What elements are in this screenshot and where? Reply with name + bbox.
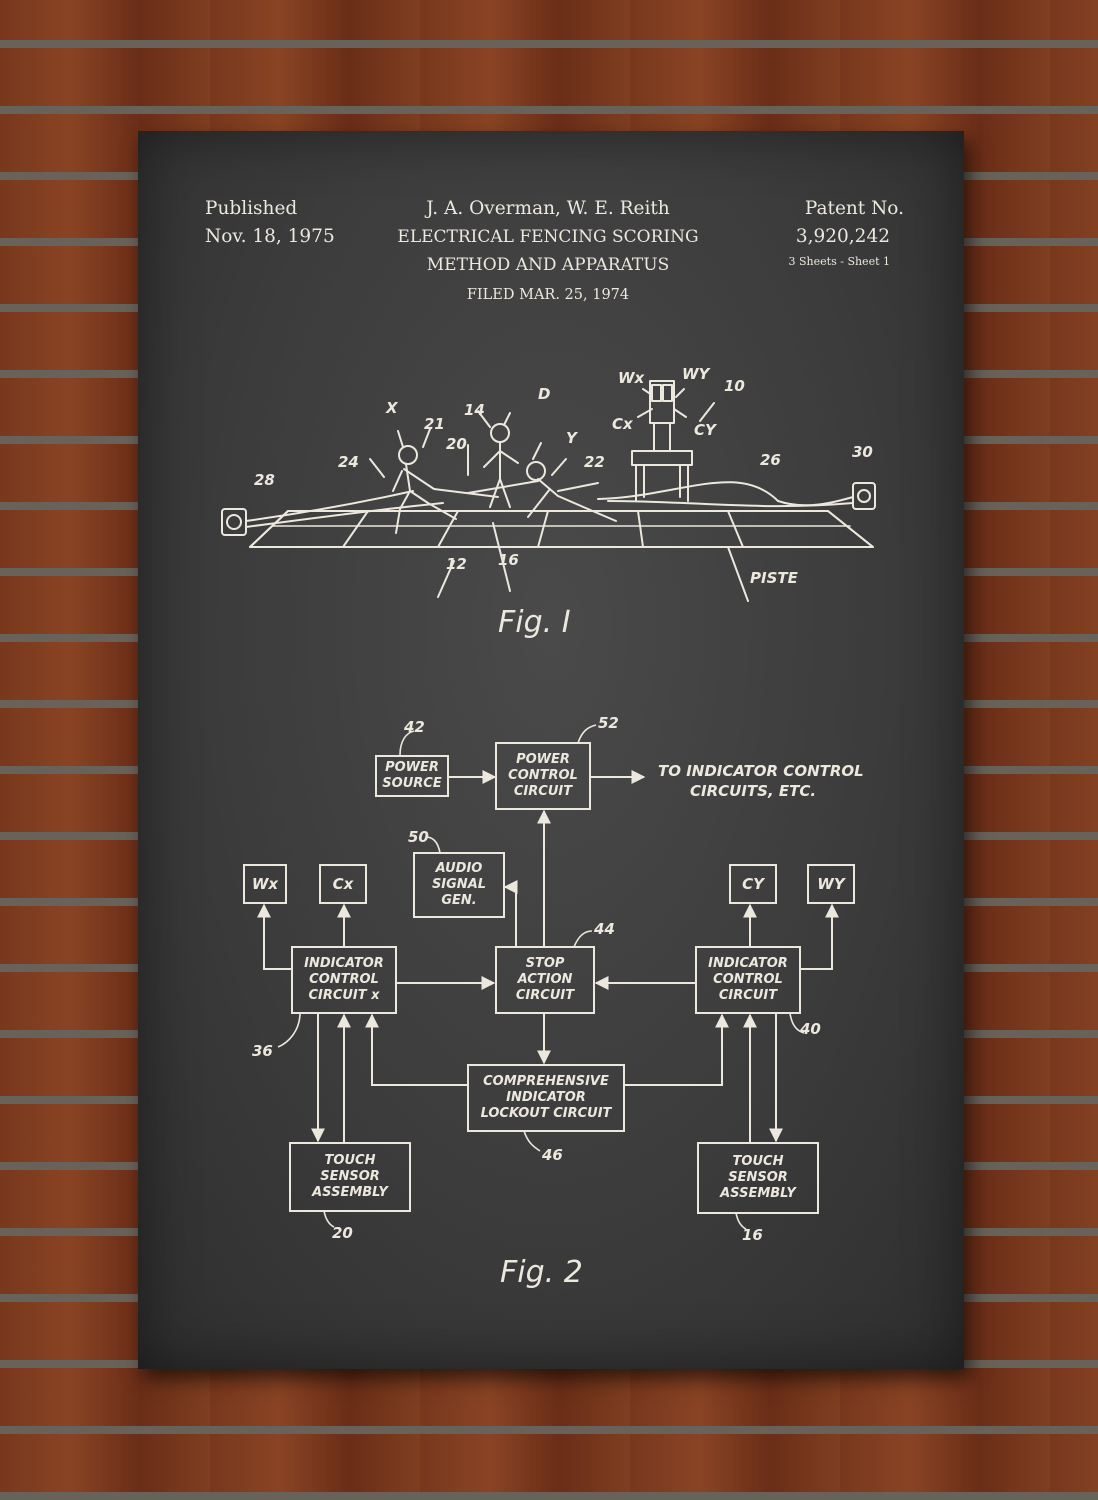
label-14: 14 (464, 401, 485, 419)
to-indicator-text: TO INDICATOR CONTROL CIRCUITS, ETC. (658, 762, 864, 800)
wy-label: WY (817, 875, 845, 893)
label-y: Y (566, 429, 577, 447)
patent-number: 3,920,242 (795, 226, 890, 247)
touch-right-label: TOUCH SENSOR ASSEMBLY (720, 1154, 796, 1201)
power-source-label: POWER SOURCE (382, 760, 442, 791)
filed-date: FILED MAR. 25, 1974 (466, 287, 630, 303)
label-cx: Cx (612, 415, 633, 433)
fig1-labels: X 21 14 D 20 Y 22 Wx WY 10 Cx CY 24 28 2… (138, 351, 964, 871)
published-block: Published Nov. 18, 1975 (205, 195, 335, 251)
label-piste: PISTE (750, 569, 798, 587)
label-28: 28 (254, 471, 275, 489)
ref-46: 46 (542, 1146, 563, 1164)
label-12: 12 (446, 555, 467, 573)
audio-label: AUDIO SIGNAL GEN. (431, 861, 487, 908)
touch-left-label: TOUCH SENSOR ASSEMBLY (312, 1153, 388, 1200)
indicator-y-label: INDICATOR CONTROL CIRCUIT (708, 956, 788, 1003)
sheets-note: 3 Sheets - Sheet 1 (788, 255, 890, 268)
ref-16: 16 (742, 1226, 763, 1244)
block-cy (729, 864, 777, 904)
block-touch-right (697, 1142, 819, 1214)
fig2-caption: Fig. 2 (500, 1255, 583, 1290)
label-16: 16 (498, 551, 519, 569)
patent-block: Patent No. 3,920,242 3 Sheets - Sheet 1 (778, 195, 904, 273)
chalkboard-poster: Published Nov. 18, 1975 J. A. Overman, W… (138, 131, 964, 1369)
label-22: 22 (584, 453, 605, 471)
ref-52: 52 (598, 714, 619, 732)
stop-action-label: STOP ACTION CIRCUIT (515, 956, 575, 1003)
block-touch-left (289, 1142, 411, 1212)
lockout-label: COMPREHENSIVE INDICATOR LOCKOUT CIRCUIT (480, 1074, 612, 1121)
label-21: 21 (424, 415, 445, 433)
patent-title-line2: METHOD AND APPARATUS (426, 255, 670, 275)
reel-28 (221, 508, 247, 536)
label-x: X (386, 399, 398, 417)
label-d: D (538, 385, 551, 403)
fencer-y (467, 461, 617, 522)
published-label: Published (205, 198, 298, 219)
block-indicator-y (695, 946, 801, 1014)
patent-label: Patent No. (804, 198, 904, 219)
label-wy: WY (682, 365, 710, 383)
body-wire-24 (245, 490, 414, 522)
inventors: J. A. Overman, W. E. Reith (426, 198, 670, 219)
fig2-text: POWER SOURCE POWER CONTROL CIRCUIT AUDIO… (138, 691, 964, 1311)
title-block: J. A. Overman, W. E. Reith ELECTRICAL FE… (348, 195, 748, 309)
label-cy: CY (694, 421, 716, 439)
ref-20: 20 (332, 1224, 353, 1242)
ref-42: 42 (404, 718, 425, 736)
scoring-table (631, 380, 693, 502)
body-wire-26 (597, 481, 854, 507)
cx-label: Cx (332, 875, 354, 893)
label-wx: Wx (618, 369, 645, 387)
published-date: Nov. 18, 1975 (205, 226, 335, 247)
label-30: 30 (852, 443, 873, 461)
ref-50: 50 (408, 828, 429, 846)
patent-title-line1: ELECTRICAL FENCING SCORING (397, 227, 699, 247)
cy-label: CY (742, 875, 764, 893)
label-10: 10 (724, 377, 745, 395)
fencer-x (392, 445, 499, 534)
fig1-caption: Fig. I (498, 605, 571, 640)
block-wy (807, 864, 855, 904)
referee-d (483, 423, 519, 508)
label-20: 20 (446, 435, 467, 453)
label-26: 26 (760, 451, 781, 469)
indicator-x-label: INDICATOR CONTROL CIRCUIT x (304, 956, 384, 1003)
reel-30 (852, 482, 876, 510)
fig1-illustration (221, 380, 876, 602)
ref-36: 36 (252, 1042, 273, 1060)
power-control-label: POWER CONTROL CIRCUIT (508, 752, 578, 799)
label-24: 24 (338, 453, 359, 471)
block-lockout (467, 1064, 625, 1132)
block-wx (243, 864, 287, 904)
ref-40: 40 (800, 1020, 821, 1038)
block-cx (319, 864, 367, 904)
ref-44: 44 (594, 920, 615, 938)
wx-label: Wx (251, 875, 279, 893)
fig2-block-diagram (243, 724, 855, 1230)
